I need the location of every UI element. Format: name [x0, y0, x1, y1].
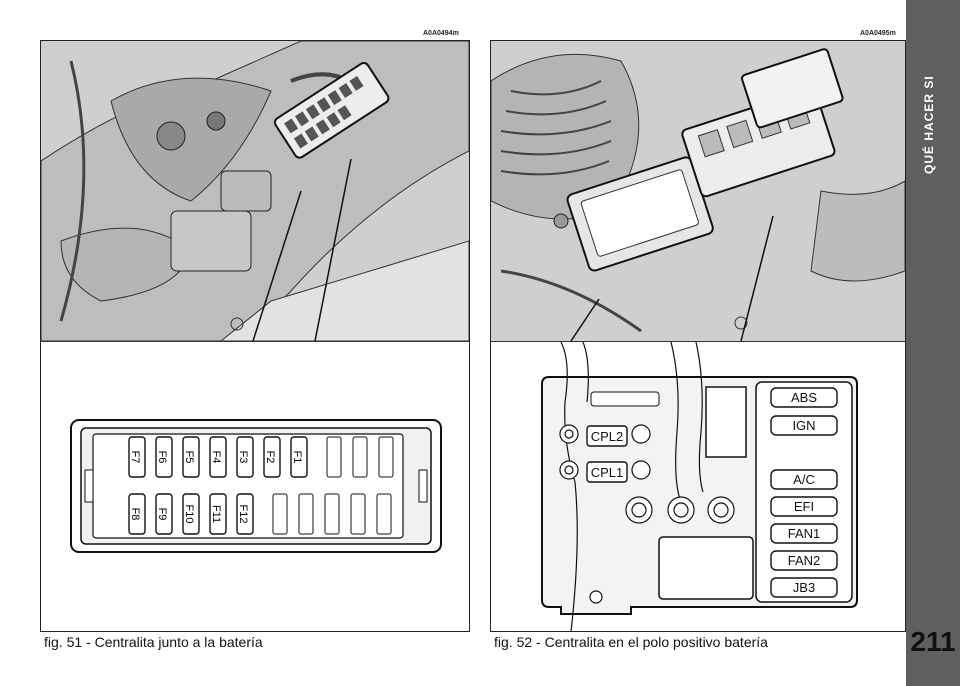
figure-code-right: A0A0495m	[860, 30, 896, 37]
figure-code-left: A0A0494m	[423, 30, 459, 37]
connector-label-cpl2: CPL2	[591, 429, 624, 444]
fuse-label-f12: F12	[237, 505, 249, 524]
fuse-f9: F9	[155, 493, 173, 535]
fuse-f2: F2	[263, 436, 281, 478]
relay-abs: ABS	[770, 387, 838, 408]
terminal-bolts	[559, 424, 735, 604]
relay-label-efi: EFI	[794, 499, 814, 514]
relay-label-jb3: JB3	[793, 580, 815, 595]
connector-cpl1: CPL1	[586, 461, 628, 483]
relay-ign: IGN	[770, 415, 838, 436]
fuse-f10: F10	[182, 493, 200, 535]
section-sidebar	[906, 0, 960, 686]
fuse-label-f11: F11	[210, 505, 222, 523]
fuse-slots-empty	[272, 436, 394, 535]
fuse-f3: F3	[236, 436, 254, 478]
relay-box-drawing: CPL2 CPL1 ABS IGN A/C EFI	[541, 341, 858, 631]
relay-efi: EFI	[770, 496, 838, 517]
fuse-f5: F5	[182, 436, 200, 478]
relay-label-fan2: FAN2	[788, 553, 821, 568]
engine-bay-illustration-right	[491, 41, 905, 341]
engine-bay-drawing-left	[41, 41, 469, 341]
fuse-f8: F8	[128, 493, 146, 535]
page-number: 211	[910, 626, 956, 657]
fuse-label-f3: F3	[237, 451, 249, 464]
fuse-label-f10: F10	[183, 505, 195, 524]
relay-label-ac: A/C	[793, 472, 815, 487]
fuse-label-f9: F9	[156, 508, 168, 521]
relay-ac: A/C	[770, 469, 838, 490]
relay-jb3: JB3	[770, 577, 838, 598]
fuse-box-drawing: F7 F6 F5 F4 F3 F2	[70, 419, 442, 553]
fuse-box-diagram-left: F7 F6 F5 F4 F3 F2	[41, 341, 469, 631]
fuse-label-f6: F6	[156, 451, 168, 464]
fuse-f7: F7	[128, 436, 146, 478]
fuse-f12: F12	[236, 493, 254, 535]
figure-51: F7 F6 F5 F4 F3 F2	[40, 40, 470, 632]
relay-box-diagram-right: CPL2 CPL1 ABS IGN A/C EFI	[491, 341, 905, 631]
relay-label-abs: ABS	[791, 390, 817, 405]
connector-cpl2: CPL2	[586, 425, 628, 447]
figure-caption-left: fig. 51 - Centralita junto a la batería	[44, 634, 263, 650]
relay-label-fan1: FAN1	[788, 526, 821, 541]
engine-bay-drawing-right	[491, 41, 905, 341]
fuse-label-f1: F1	[291, 451, 303, 464]
engine-bay-illustration-left	[41, 41, 469, 341]
fuse-label-f4: F4	[210, 451, 222, 464]
fuse-label-f2: F2	[264, 451, 276, 464]
fuse-f4: F4	[209, 436, 227, 478]
fuse-label-f8: F8	[129, 508, 141, 521]
fuse-f1: F1	[290, 436, 308, 478]
figure-52: CPL2 CPL1 ABS IGN A/C EFI	[490, 40, 906, 632]
fuse-f6: F6	[155, 436, 173, 478]
fuse-f11: F11	[209, 493, 227, 535]
fuse-label-f7: F7	[129, 451, 141, 464]
section-title: QUÉ HACER SI	[922, 75, 936, 174]
connector-label-cpl1: CPL1	[591, 465, 624, 480]
fuse-label-f5: F5	[183, 451, 195, 464]
relay-label-ign: IGN	[792, 418, 815, 433]
relay-fan1: FAN1	[770, 523, 838, 544]
figure-caption-right: fig. 52 - Centralita en el polo positivo…	[494, 634, 768, 650]
relay-fan2: FAN2	[770, 550, 838, 571]
